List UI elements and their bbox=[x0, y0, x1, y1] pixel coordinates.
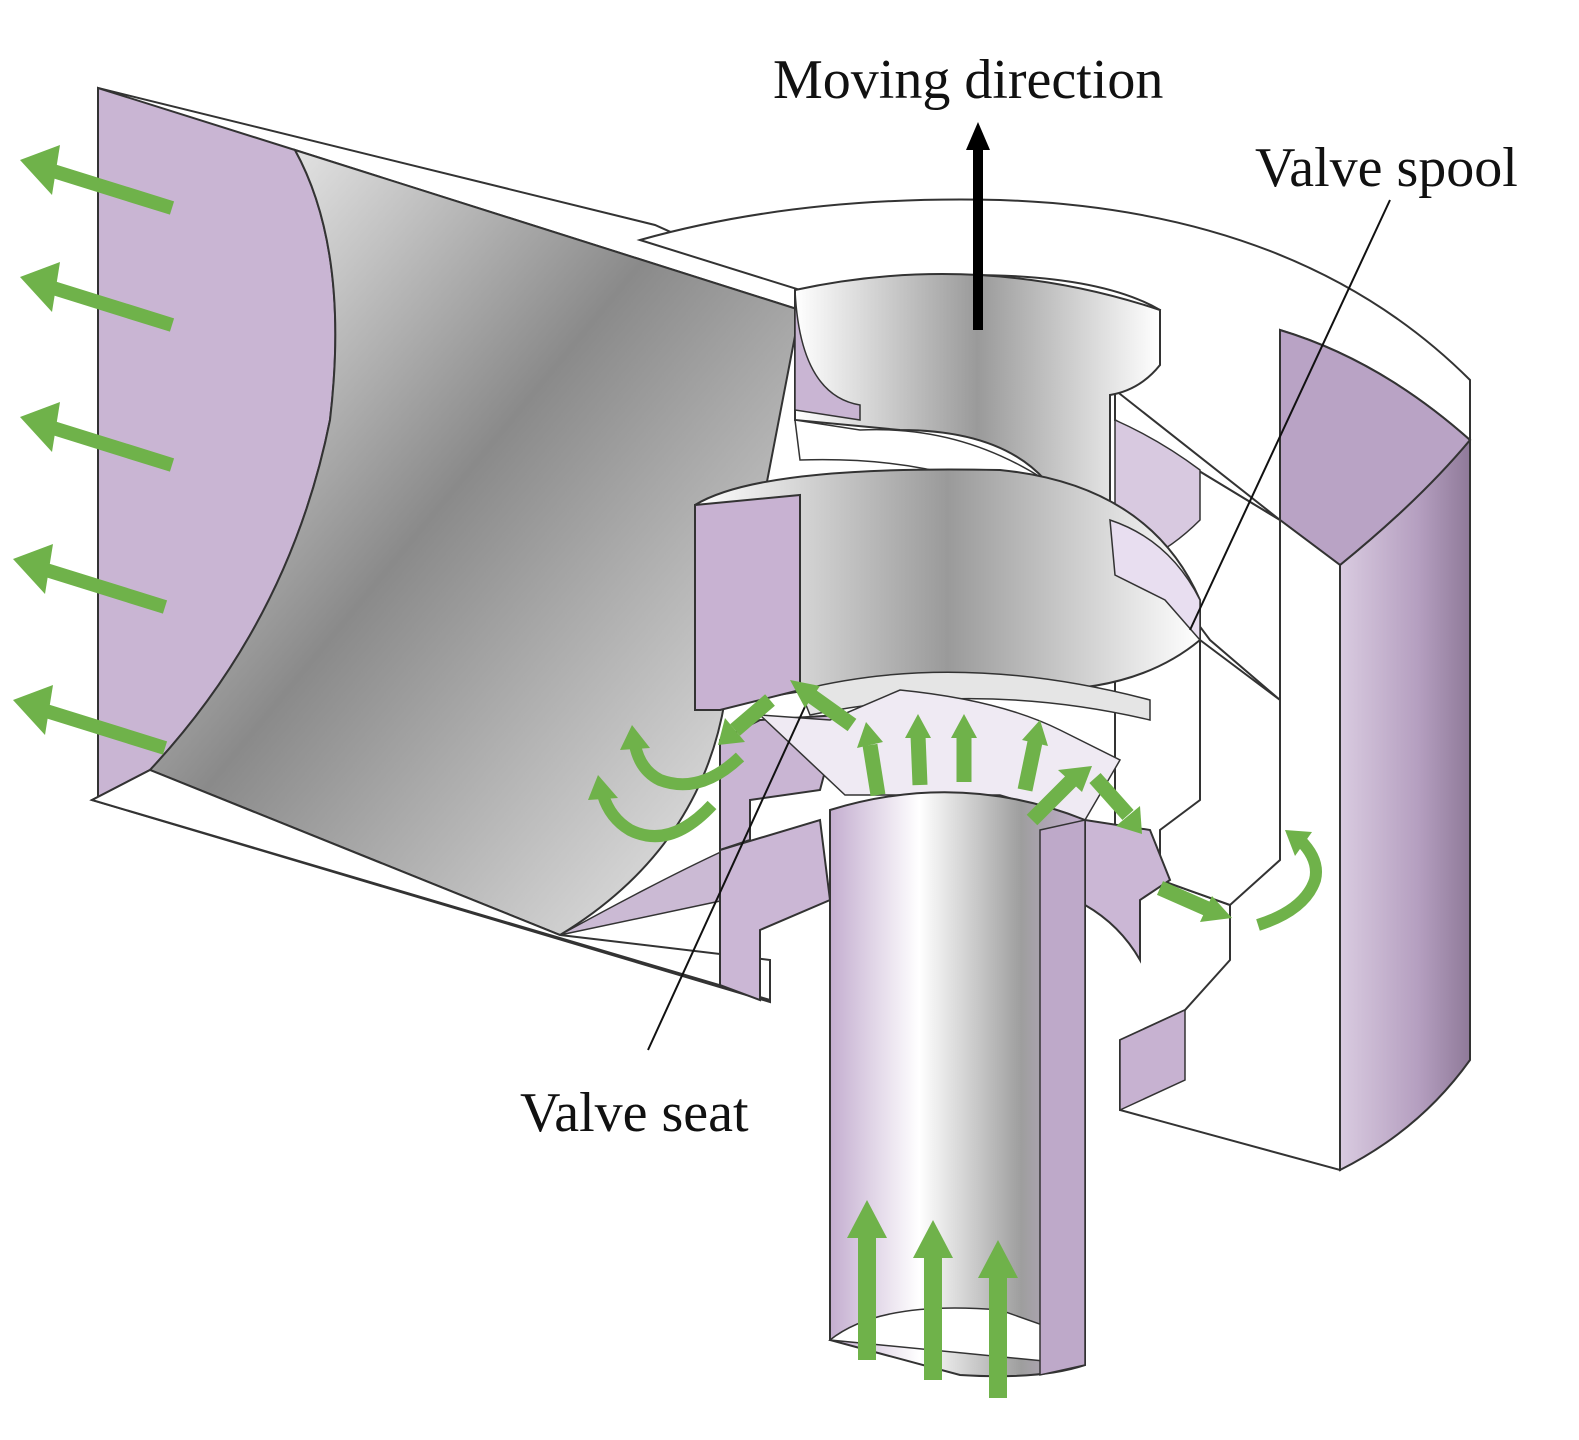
seat-flow-arrow-1 bbox=[857, 722, 886, 797]
valve-seat-leader bbox=[647, 699, 809, 1051]
inlet-flow-arrow-1 bbox=[847, 1200, 887, 1360]
moving-direction-arrow bbox=[966, 122, 990, 330]
valve-seat-label: Valve seat bbox=[520, 1082, 749, 1144]
outlet-flow-arrow-2 bbox=[20, 262, 175, 332]
outlet-flow-arrow-3 bbox=[20, 402, 175, 472]
inlet-flow-arrow-3 bbox=[978, 1240, 1018, 1398]
inlet-flow-arrow-2 bbox=[913, 1220, 953, 1380]
outlet-duct bbox=[89, 86, 802, 1004]
spool-top-ring bbox=[794, 273, 1161, 512]
spool-main-body-face bbox=[694, 493, 801, 711]
inlet-pipe bbox=[828, 791, 1086, 1378]
housing-step-wall bbox=[1279, 328, 1472, 567]
inlet-flow-arrows bbox=[847, 1200, 1018, 1398]
seat-flow-arrow-3 bbox=[951, 714, 977, 782]
curved-flow-arrow-1 bbox=[620, 725, 745, 791]
spool-top-ring-face bbox=[794, 289, 861, 421]
outlet-flow-arrow-5 bbox=[13, 685, 168, 755]
outlet-flow-arrow-4 bbox=[13, 544, 168, 614]
outlet-flow-arrow-1 bbox=[20, 145, 175, 215]
seat-lower-flange bbox=[719, 818, 832, 1002]
seat-flow-arrow-5 bbox=[1026, 766, 1092, 826]
seat-flow-arrow-6 bbox=[1089, 773, 1142, 834]
valve-spool-leader bbox=[1189, 199, 1391, 631]
curved-flow-arrow-3 bbox=[1256, 830, 1322, 931]
seat-flow-arrow-4 bbox=[1017, 720, 1048, 792]
curved-flow-arrows bbox=[588, 725, 1322, 931]
curved-flow-arrow-2 bbox=[588, 775, 717, 843]
valve-housing bbox=[636, 198, 1472, 1172]
seat-flow-arrow-8 bbox=[718, 694, 775, 745]
inlet-pipe-cut bbox=[1039, 819, 1086, 1376]
seat-flow-arrow-2 bbox=[905, 714, 931, 786]
housing-lower-groove bbox=[1119, 1008, 1186, 1112]
seat-flow-arrows bbox=[718, 680, 1232, 922]
duct-lower-surface bbox=[89, 768, 771, 1002]
outlet-flow-arrows bbox=[13, 145, 175, 755]
seat-flow-arrow-9 bbox=[1156, 881, 1232, 922]
valve-spool bbox=[694, 273, 1281, 907]
seat-flow-arrow-7 bbox=[790, 680, 857, 732]
moving-direction-label: Moving direction bbox=[773, 49, 1164, 111]
spool-lower-ring bbox=[1159, 638, 1281, 907]
seat-right-flange bbox=[1084, 818, 1172, 964]
valve-spool-label: Valve spool bbox=[1255, 137, 1518, 199]
